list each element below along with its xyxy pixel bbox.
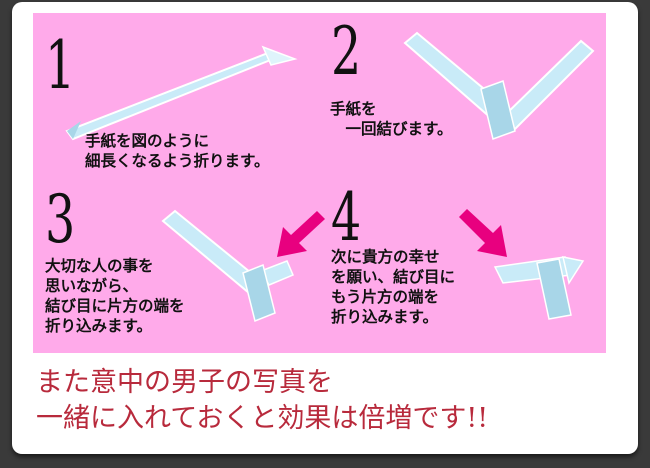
arrow-icon xyxy=(459,209,507,257)
step-3-text: 大切な人の事を 思いながら、 結び目に片方の端を 折り込みます。 xyxy=(45,257,185,335)
step-1-number: 1 xyxy=(45,27,76,104)
step-3-number: 3 xyxy=(45,181,76,258)
tied-knot-illustration xyxy=(403,31,595,140)
folded-strip-illustration xyxy=(65,45,298,141)
caption-line-1: また意中の男子の写真を xyxy=(36,367,333,398)
step-2-number: 2 xyxy=(331,13,362,90)
folded-knot-illustration xyxy=(493,256,585,320)
step-4-text: 次に貴方の幸せ を願い、結び目に もう片方の端を 折り込みます。 xyxy=(331,248,456,326)
caption-line-2: 一緒に入れておくと効果は倍増です!! xyxy=(36,403,489,434)
step-2-text: 手紙を 一回結びます。 xyxy=(330,100,453,138)
step-4-number: 4 xyxy=(331,179,362,256)
steps-panel: 1 手紙を図のように 細長くなるよう折ります。 2 手紙を 一回結びます。 3 … xyxy=(33,13,606,353)
arrow-icon xyxy=(277,211,325,257)
step-1-text: 手紙を図のように 細長くなるよう折ります。 xyxy=(85,132,270,170)
fold-end-illustration xyxy=(161,209,294,323)
